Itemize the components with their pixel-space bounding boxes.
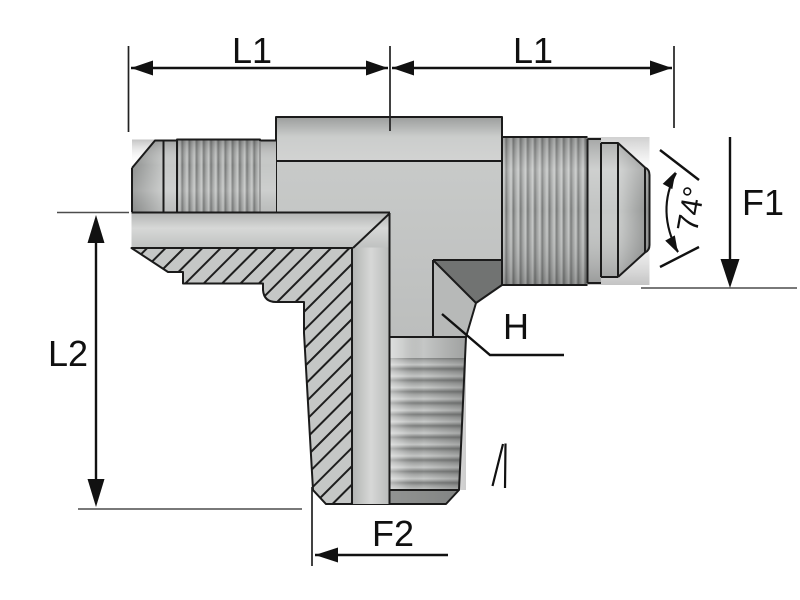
label-l2: L2 <box>48 333 88 374</box>
bottom-port <box>312 336 467 505</box>
dim-l1-left: L1 <box>127 30 391 132</box>
bore-corner-chamfer-edge <box>352 212 391 249</box>
dim-f2-arrow-left <box>315 547 338 563</box>
dim-h: H <box>441 306 564 357</box>
hex-front-face <box>276 161 502 337</box>
bottom-port-shading <box>389 337 466 490</box>
taper-symbol <box>491 443 507 489</box>
label-flare-angle: 74° <box>671 184 711 234</box>
label-f2: F2 <box>372 513 414 554</box>
dim-l2-reference-lines <box>57 211 302 510</box>
label-f1: F1 <box>742 182 784 223</box>
dim-l1-left-arrow-right <box>366 60 388 76</box>
section-bores <box>131 211 391 504</box>
label-l1-right: L1 <box>513 30 553 71</box>
dim-l2-arrow-down <box>87 479 105 507</box>
angle-arc-arrow-top <box>662 171 676 190</box>
dim-f1-arrow-down <box>720 259 740 288</box>
dim-l1-right-arrow-right <box>650 60 672 76</box>
taper-symbol-lines <box>491 443 507 489</box>
right-port-shading <box>503 137 650 285</box>
left-port-shading <box>132 139 276 212</box>
dim-l1-left-extension-lines <box>127 46 391 132</box>
hex-body <box>275 116 503 338</box>
dim-f2: F2 <box>311 487 448 566</box>
dim-flare-angle: 74° <box>659 149 712 269</box>
angle-arc-arrow-bottom <box>665 235 678 253</box>
left-port-outline <box>131 138 276 212</box>
right-port <box>502 136 651 286</box>
dim-l1-left-arrow-left <box>131 60 153 76</box>
bottom-bore-band <box>352 213 390 504</box>
left-port <box>131 138 276 212</box>
bore-edges <box>131 211 391 504</box>
hex-top-flat <box>276 117 502 161</box>
tee-fitting-body <box>130 116 651 505</box>
angle-tick-lines <box>659 149 700 269</box>
right-port-outline <box>502 136 651 286</box>
hex-lower-chamfer-dark <box>433 260 502 303</box>
dim-f1: F1 <box>641 137 797 289</box>
dim-l1-right-arrow-left <box>392 60 414 76</box>
dim-l1-right: L1 <box>392 30 675 128</box>
dim-l2: L2 <box>48 211 302 510</box>
section-hatch <box>130 247 353 505</box>
dim-l2-arrow-up <box>87 215 105 243</box>
section-wall-hatch <box>131 248 352 504</box>
left-bore-band <box>131 212 390 248</box>
section-wall-outline <box>130 247 353 505</box>
label-h: H <box>503 306 529 347</box>
h-leader-line <box>441 313 564 357</box>
hex-lower-shoulder <box>433 260 476 337</box>
label-l1-left: L1 <box>232 30 272 71</box>
